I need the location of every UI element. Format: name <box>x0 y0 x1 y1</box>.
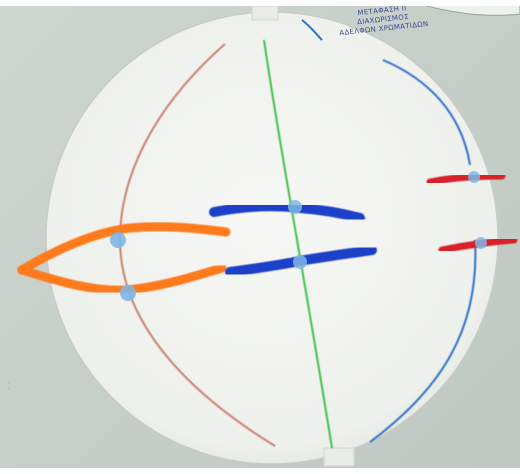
centromere <box>475 237 487 249</box>
tape-top <box>252 6 278 20</box>
centromere <box>293 255 307 269</box>
centromere <box>468 171 480 183</box>
tape-bottom <box>324 448 354 466</box>
background-mark: · · <box>5 381 15 390</box>
centromere <box>120 285 136 301</box>
frame-border-bottom <box>0 468 520 474</box>
centromere <box>288 200 302 214</box>
frame-border-top <box>0 0 520 6</box>
centromere <box>110 232 126 248</box>
